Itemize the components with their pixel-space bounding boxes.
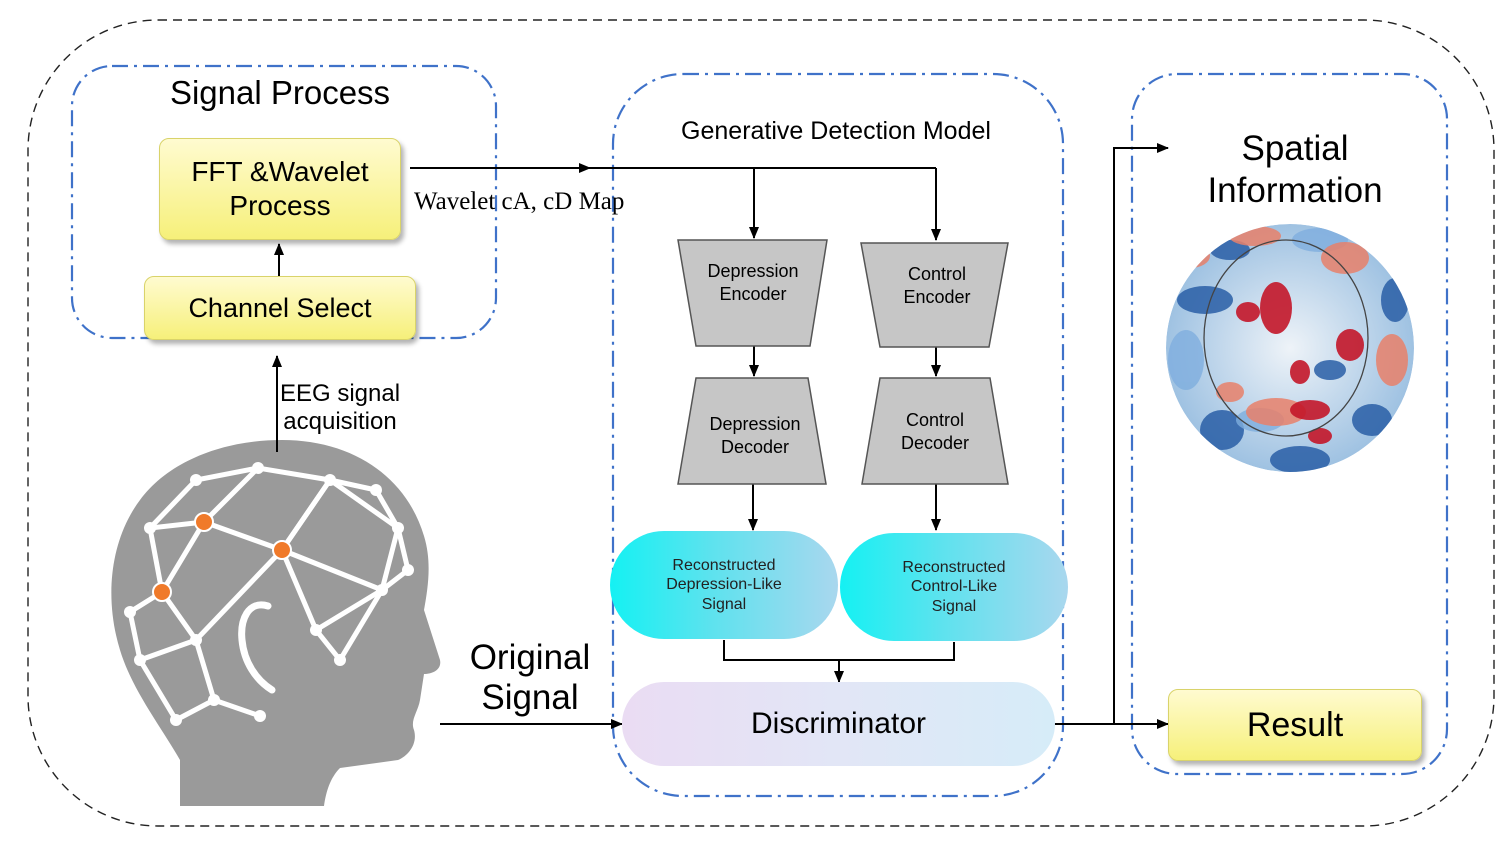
control-encoder-label: Control Encoder [903, 263, 971, 307]
depression-encoder-label: Depression Encoder [707, 260, 799, 304]
result-box: Result [1168, 689, 1422, 761]
reconstructed-control-signal: Reconstructed Control-Like Signal [840, 533, 1068, 641]
control-encoder-block [860, 242, 1009, 348]
output-frame [1130, 72, 1449, 776]
outer-frame [27, 19, 1495, 827]
arrow-to-spatial [1113, 143, 1169, 724]
control-decoder-block [861, 377, 1009, 485]
model-frame [611, 72, 1065, 798]
wavelet-map-label: Wavelet cA, cD Map [414, 188, 625, 215]
connectors [272, 143, 1169, 729]
control-decoder-label: Control Decoder [900, 409, 970, 453]
model-blocks [677, 239, 1009, 485]
signal-process-title: Signal Process [169, 74, 391, 111]
fft-wavelet-process-box: FFT &Wavelet Process [159, 138, 401, 240]
head-silhouette [111, 440, 441, 806]
electrode-nodes [124, 462, 414, 726]
active-electrode-nodes [152, 512, 292, 602]
topographic-map [1166, 224, 1414, 472]
reconstructed-depression-signal: Reconstructed Depression-Like Signal [610, 531, 838, 639]
original-signal-label: Original Signal [469, 638, 591, 718]
line-recon-merge [723, 640, 955, 661]
spatial-information-title: Spatial Information [1207, 129, 1383, 210]
depression-encoder-block [677, 239, 828, 347]
eeg-acquisition-label: EEG signal acquisition [279, 380, 401, 435]
channel-select-box: Channel Select [144, 276, 416, 340]
eeg-head-illustration [111, 440, 441, 806]
depression-decoder-label: Depression Decoder [709, 413, 801, 457]
discriminator-box: Discriminator [622, 682, 1055, 766]
depression-decoder-block [677, 377, 827, 485]
model-title: Generative Detection Model [681, 117, 991, 145]
signal-process-frame [70, 64, 498, 340]
ear-icon [238, 601, 276, 694]
